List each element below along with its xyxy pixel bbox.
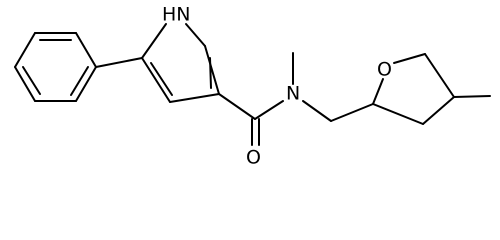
oxolane-bond-c3-c2 [372,103,424,125]
pyrrole-bond-c4-c5 [141,57,171,103]
pyrrole-double-c2-c3 [209,57,212,89]
pyrrole-bond-c5-n1 [141,23,167,59]
carboxamide-group [218,93,284,146]
pyrrole-bond-n1-c2 [185,23,206,47]
pyrrole-bond-c2-c3 [204,45,220,95]
pyrrole-carbonyl-bond [218,93,256,120]
phenyl-bond-5 [14,66,36,102]
carbonyl-o-label: O [246,147,261,169]
pyrrole-ring [141,23,220,103]
oxolane-ring [372,53,455,125]
oxolane-bond-o-c5 [393,53,426,64]
structure-diagram: HN N O O [14,4,491,169]
phenyl-pyrrole-bond [95,57,143,68]
phenyl-bond-6 [14,32,36,68]
ring-o-label: O [377,59,392,81]
phenyl-bond-3 [75,66,97,102]
pyrrole-bond-c3-c4 [169,93,220,103]
amide-n-label: N [286,83,300,105]
phenyl-double-2 [70,66,89,96]
oxolane-bond-c5-c4 [424,53,455,98]
carbonyl-amide-bond [254,100,284,120]
ch2-oxolane-bond [330,103,374,122]
pyrrole-nh-label: HN [162,4,191,26]
oxolane-methyl-bond [453,95,491,98]
oxolane-bond-c2-o [372,78,384,105]
phenyl-ring [14,32,97,102]
amide-n-ch2-bond [302,100,332,122]
oxolane-bond-c4-c3 [422,96,455,125]
pyrrole-double-c4-c5 [150,62,173,96]
phenyl-double-3 [22,66,41,95]
phenyl-bond-2 [75,32,97,68]
